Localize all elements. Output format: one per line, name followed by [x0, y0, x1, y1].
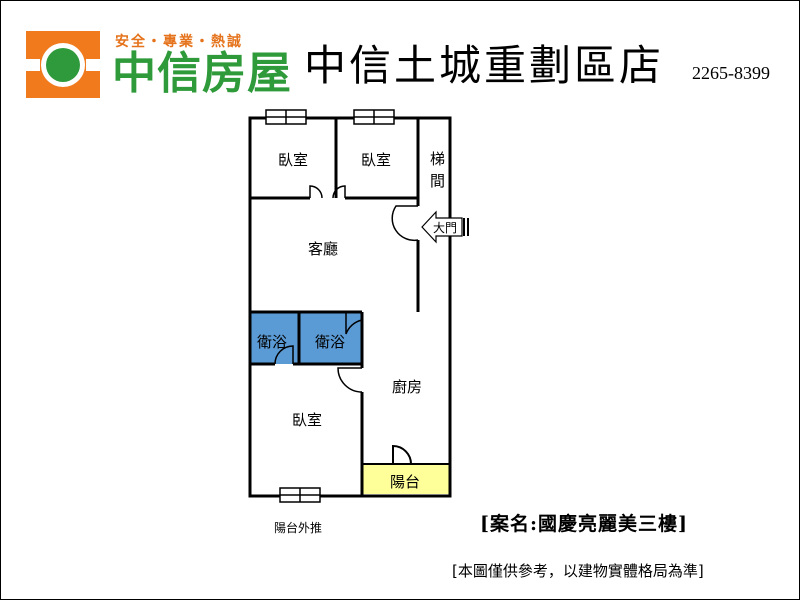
- bath-left-fill: [251, 312, 298, 364]
- label-bath-left: 衛浴: [257, 333, 288, 351]
- door-arc-bath-left: [274, 345, 294, 365]
- label-balcony: 陽台: [390, 473, 421, 491]
- label-bath-right: 衛浴: [315, 333, 346, 351]
- window-bottom: [279, 487, 321, 503]
- outer-wall: [248, 116, 452, 498]
- door-arc-main: [391, 205, 419, 242]
- company-slogan: 安全・專業・熱誠: [115, 34, 243, 50]
- label-bedroom-top-left: 臥室: [278, 151, 309, 169]
- label-living-room: 客廳: [308, 240, 339, 258]
- case-name: [案名:國慶亮麗美三樓]: [480, 513, 688, 535]
- label-kitchen: 廚房: [392, 378, 423, 396]
- label-balcony-push: 陽台外推: [274, 521, 323, 535]
- bath-right-fill: [300, 312, 362, 364]
- main-door-arrow-icon: [421, 210, 469, 244]
- door-arc-right-bedroom: [332, 185, 346, 199]
- label-main-door: 大門: [433, 221, 458, 235]
- company-logo-icon: [26, 31, 100, 98]
- door-arc-bath-right: [345, 312, 363, 335]
- disclaimer: [本圖僅供參考，以建物實體格局為準]: [452, 562, 704, 580]
- balcony-fill: [363, 465, 449, 494]
- store-phone: 2265-8399: [692, 63, 770, 83]
- door-arc-left-bedroom: [309, 185, 323, 199]
- label-bedroom-top-right: 臥室: [361, 151, 392, 169]
- window-top-left: [265, 109, 307, 125]
- balcony-door-gap: [392, 444, 412, 465]
- window-top-right: [353, 109, 395, 125]
- label-stairs: 梯 間: [430, 150, 446, 190]
- label-bedroom-bottom: 臥室: [292, 411, 323, 429]
- door-arc-bedroom-bottom: [337, 367, 363, 393]
- store-name: 中信土城重劃區店: [304, 41, 665, 90]
- brand-name: 中信房屋: [112, 48, 292, 99]
